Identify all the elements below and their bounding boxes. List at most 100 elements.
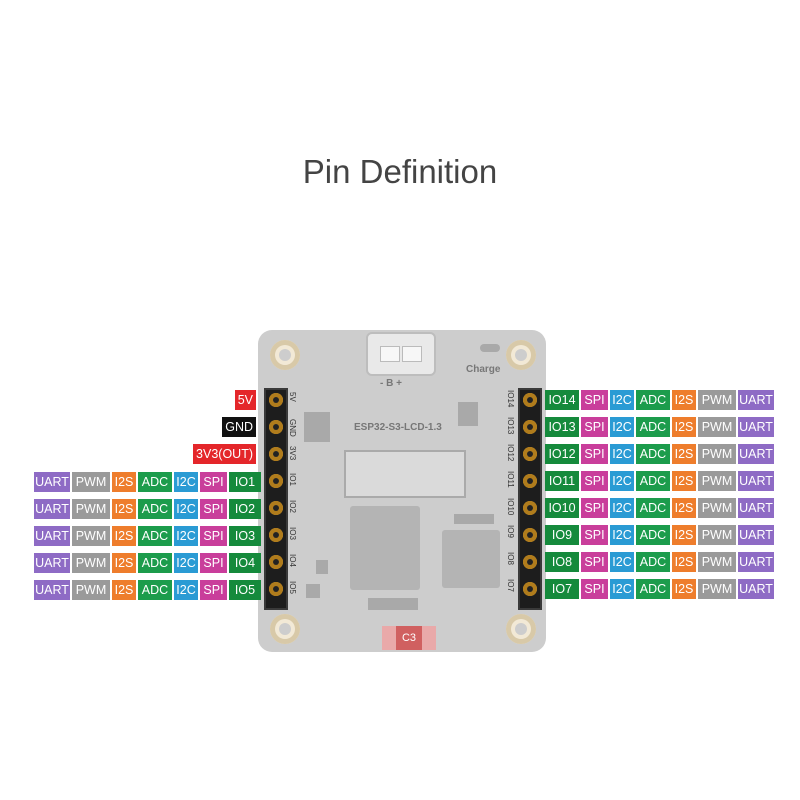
function-tag-spi: SPI	[200, 553, 227, 573]
function-tag-i2s: I2S	[672, 552, 696, 572]
function-tag-uart: UART	[738, 390, 774, 410]
right-pin-label: IO7	[506, 579, 515, 592]
function-tag-spi: SPI	[581, 579, 608, 599]
function-tag-pwm: PWM	[698, 417, 736, 437]
function-tag-uart: UART	[738, 471, 774, 491]
page-title: Pin Definition	[302, 153, 498, 190]
function-tag-spi: SPI	[200, 526, 227, 546]
io-pin-label: IO10	[545, 498, 579, 518]
function-tag-uart: UART	[738, 552, 774, 572]
function-tag-i2s: I2S	[112, 526, 136, 546]
function-tag-i2c: I2C	[610, 390, 634, 410]
component	[316, 560, 328, 574]
io-pin-label: IO12	[545, 444, 579, 464]
component	[458, 402, 478, 426]
regulator-chip	[304, 412, 330, 442]
function-tag-spi: SPI	[200, 580, 227, 600]
board-name: ESP32-S3-LCD-1.3	[354, 422, 442, 433]
function-tag-pwm: PWM	[698, 525, 736, 545]
function-tag-i2c: I2C	[174, 472, 198, 492]
left-pin-header	[264, 388, 288, 610]
function-tag-i2c: I2C	[174, 526, 198, 546]
function-tag-i2s: I2S	[672, 498, 696, 518]
function-tag-spi: SPI	[581, 417, 608, 437]
function-tag-adc: ADC	[636, 552, 670, 572]
component	[368, 598, 418, 610]
function-tag-uart: UART	[738, 579, 774, 599]
mounting-hole-icon	[506, 614, 536, 644]
power-3v3-label: 3V3(OUT)	[193, 444, 256, 464]
function-tag-pwm: PWM	[698, 471, 736, 491]
function-tag-uart: UART	[34, 472, 70, 492]
function-tag-adc: ADC	[138, 580, 172, 600]
function-tag-uart: UART	[34, 526, 70, 546]
right-pin-label: IO11	[506, 471, 515, 488]
function-tag-spi: SPI	[200, 472, 227, 492]
function-tag-i2s: I2S	[672, 525, 696, 545]
function-tag-pwm: PWM	[698, 579, 736, 599]
function-tag-adc: ADC	[636, 444, 670, 464]
function-tag-pwm: PWM	[698, 498, 736, 518]
io-pin-label: IO3	[229, 526, 261, 546]
cam-connector: C3	[382, 626, 436, 650]
function-tag-spi: SPI	[581, 552, 608, 572]
function-tag-pwm: PWM	[698, 390, 736, 410]
sd-card-slot	[344, 450, 466, 498]
function-tag-uart: UART	[738, 444, 774, 464]
function-tag-spi: SPI	[581, 390, 608, 410]
mounting-hole-icon	[506, 340, 536, 370]
function-tag-adc: ADC	[636, 579, 670, 599]
function-tag-i2c: I2C	[174, 580, 198, 600]
function-tag-i2s: I2S	[672, 390, 696, 410]
function-tag-uart: UART	[738, 498, 774, 518]
function-tag-adc: ADC	[138, 553, 172, 573]
right-pin-label: IO8	[506, 552, 515, 565]
function-tag-i2s: I2S	[112, 499, 136, 519]
right-pin-label: IO13	[506, 417, 515, 435]
charge-led	[480, 344, 500, 352]
function-tag-i2c: I2C	[174, 499, 198, 519]
left-pin-label: IO5	[288, 581, 297, 594]
function-tag-spi: SPI	[581, 498, 608, 518]
function-tag-adc: ADC	[636, 417, 670, 437]
flash-chip	[442, 530, 500, 588]
function-tag-uart: UART	[34, 580, 70, 600]
function-tag-i2s: I2S	[112, 580, 136, 600]
function-tag-i2c: I2C	[610, 579, 634, 599]
left-pin-label: IO2	[288, 500, 297, 513]
right-pin-header	[518, 388, 542, 610]
function-tag-adc: ADC	[138, 526, 172, 546]
left-pin-label: GND	[288, 419, 297, 437]
function-tag-spi: SPI	[581, 444, 608, 464]
right-pin-label: IO12	[506, 444, 515, 462]
function-tag-spi: SPI	[581, 471, 608, 491]
io-pin-label: IO2	[229, 499, 261, 519]
function-tag-adc: ADC	[636, 525, 670, 545]
function-tag-pwm: PWM	[698, 444, 736, 464]
function-tag-i2s: I2S	[672, 471, 696, 491]
io-pin-label: IO1	[229, 472, 261, 492]
function-tag-i2c: I2C	[610, 444, 634, 464]
function-tag-i2c: I2C	[174, 553, 198, 573]
function-tag-adc: ADC	[636, 471, 670, 491]
battery-connector	[366, 332, 436, 376]
function-tag-i2s: I2S	[672, 417, 696, 437]
function-tag-spi: SPI	[200, 499, 227, 519]
power-gnd-label: GND	[222, 417, 256, 437]
function-tag-i2c: I2C	[610, 471, 634, 491]
cam-label: C3	[395, 626, 423, 650]
function-tag-i2c: I2C	[610, 417, 634, 437]
function-tag-pwm: PWM	[72, 580, 110, 600]
component	[454, 514, 494, 524]
function-tag-uart: UART	[34, 553, 70, 573]
function-tag-uart: UART	[738, 417, 774, 437]
function-tag-i2s: I2S	[672, 444, 696, 464]
charge-label: Charge	[466, 364, 501, 375]
function-tag-i2s: I2S	[112, 472, 136, 492]
